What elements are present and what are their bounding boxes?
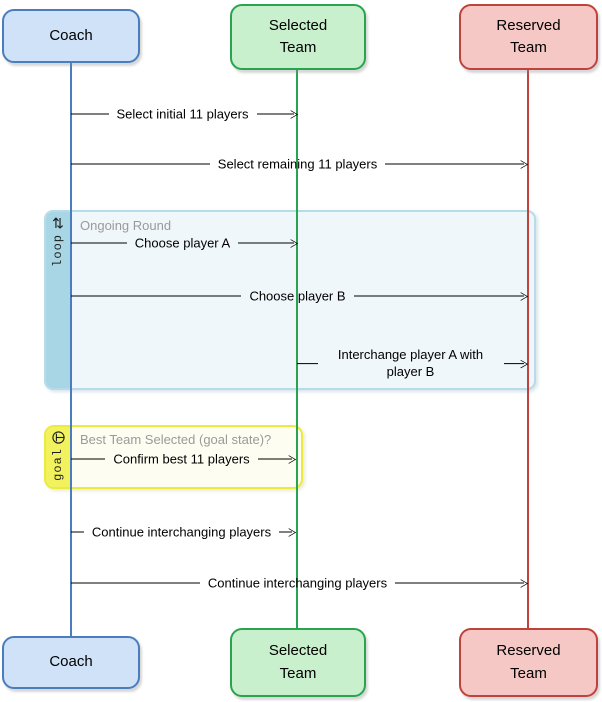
actor-label: Coach	[49, 653, 93, 671]
goal-frame-label: goal	[51, 448, 65, 481]
arrowhead-icon	[279, 531, 293, 533]
message-select-initial-players: Select initial 11 players	[71, 107, 294, 122]
actor-reserved-team-top: Reserved Team	[459, 4, 598, 70]
actor-label-line1: Reserved	[496, 16, 561, 34]
actor-selected-team-bottom: Selected Team	[230, 628, 366, 697]
arrowhead-icon	[256, 113, 294, 115]
actor-coach-top: Coach	[2, 9, 140, 63]
message-label: Confirm best 11 players	[113, 451, 250, 467]
message-choose-player-a: Choose player A	[71, 236, 294, 251]
up-down-arrows-icon: ⇅	[52, 215, 64, 231]
message-label: Select remaining 11 players	[217, 156, 378, 172]
actor-label: Coach	[49, 26, 93, 44]
message-choose-player-b: Choose player B	[71, 289, 524, 304]
actor-label-line2: Team	[279, 664, 317, 682]
loop-frame-tab: ⇅ loop	[46, 212, 70, 388]
message-continue-interchanging-reserved: Continue interchanging players	[71, 575, 525, 591]
arrowhead-icon	[238, 242, 294, 244]
arrowhead-icon	[503, 363, 524, 365]
arrow-line	[71, 295, 242, 297]
actor-label-line1: Reserved	[496, 642, 561, 659]
arrow-line	[297, 363, 318, 365]
actor-label-line2: Team	[510, 664, 547, 682]
message-interchange-players: Interchange player A with player B	[297, 347, 524, 381]
message-label: Continue interchanging players	[207, 575, 388, 591]
message-label: Continue interchanging players	[91, 524, 272, 540]
actor-label-line1: Selected	[268, 16, 328, 34]
arrow-line	[71, 458, 106, 460]
actor-label-line2: Team	[279, 39, 317, 56]
arrow-line	[71, 113, 109, 115]
loop-frame-label: loop	[51, 234, 65, 267]
arrowhead-icon	[257, 458, 293, 460]
arrow-line	[71, 163, 210, 165]
actor-reserved-team-bottom: Reserved Team	[459, 628, 598, 697]
message-label: Select initial 11 players	[116, 106, 249, 122]
message-select-remaining-players: Select remaining 11 players	[71, 156, 525, 172]
arrowhead-icon	[385, 163, 525, 165]
message-continue-interchanging-selected: Continue interchanging players	[71, 524, 293, 540]
goal-frame: goal Best Team Selected (goal state)?	[44, 425, 303, 489]
actor-selected-team-top: Selected Team	[230, 4, 366, 70]
arrow-line	[71, 582, 200, 584]
arrow-line	[71, 531, 84, 533]
actor-coach-bottom: Coach	[2, 636, 140, 689]
arrowhead-icon	[353, 295, 524, 297]
message-label: Interchange player A with player B	[337, 347, 484, 379]
actor-label-line1: Selected	[268, 642, 328, 659]
goal-frame-title: Best Team Selected (goal state)?	[80, 432, 272, 447]
loop-frame-title: Ongoing Round	[80, 218, 172, 233]
arrow-line	[71, 242, 127, 244]
selected-team-lifeline	[296, 70, 298, 628]
message-label: Choose player A	[134, 235, 231, 251]
message-confirm-best-players: Confirm best 11 players	[71, 451, 293, 467]
reserved-team-lifeline	[527, 70, 529, 628]
coach-lifeline	[70, 63, 72, 636]
arrowhead-icon	[395, 582, 525, 584]
goal-state-icon	[51, 431, 65, 444]
message-label: Choose player B	[249, 288, 346, 304]
goal-frame-tab: goal	[46, 427, 70, 487]
actor-label-line2: Team	[510, 39, 547, 56]
